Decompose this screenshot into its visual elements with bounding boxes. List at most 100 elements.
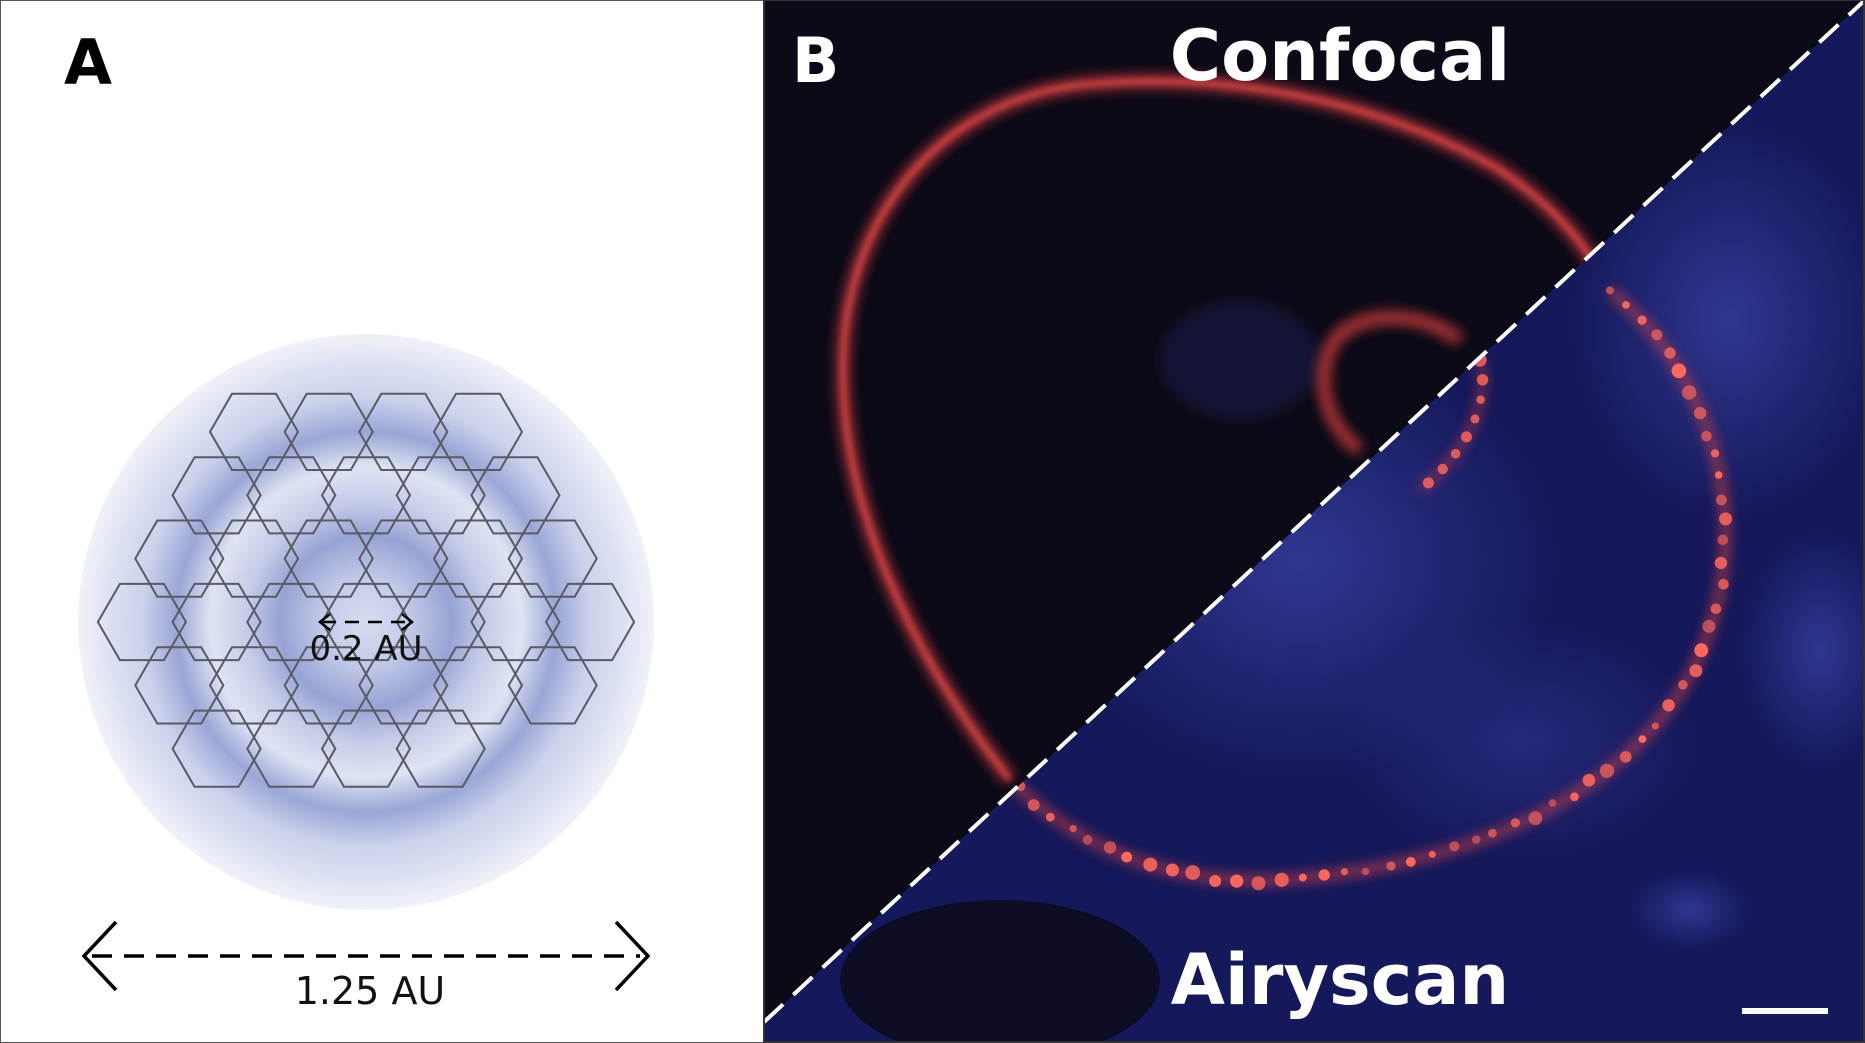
detector-element [432, 392, 524, 471]
detector-element [246, 709, 337, 788]
detector-element [246, 582, 337, 662]
membrane-punctum [1361, 867, 1370, 876]
detector-element [320, 709, 412, 788]
membrane-punctum [1386, 861, 1396, 871]
membrane-punctum [1437, 463, 1448, 475]
membrane-punctum [1422, 477, 1434, 489]
membrane-punctum [1472, 835, 1481, 844]
panel-a: A 0.2 AU 1.25 AU [0, 0, 765, 1043]
detector-element [470, 456, 561, 535]
membrane-punctum [1103, 841, 1117, 854]
membrane-punctum [1719, 512, 1733, 526]
panel-a-label: A [64, 26, 112, 99]
membrane-punctum [1121, 851, 1133, 863]
membrane-punctum [1664, 347, 1676, 359]
detector-element [544, 582, 636, 662]
detector-element [395, 709, 486, 788]
membrane-punctum [1143, 857, 1158, 872]
membrane-punctum [1701, 431, 1712, 442]
confocal-region [1160, 300, 1320, 420]
detector-element [507, 646, 598, 725]
detector-element [283, 519, 374, 598]
panel-b-label: B [792, 24, 839, 97]
membrane-punctum [1298, 873, 1307, 882]
detector-element [208, 392, 300, 471]
membrane-punctum [1461, 431, 1472, 443]
membrane-punctum [1251, 876, 1266, 891]
membrane-punctum [1274, 872, 1289, 888]
detector-element [208, 646, 300, 725]
outer-scale-marker [81, 920, 651, 992]
membrane-punctum [1582, 773, 1596, 787]
membrane-punctum [1027, 799, 1040, 811]
inner-au-label: 0.2 AU [309, 629, 422, 669]
membrane-punctum [1548, 799, 1557, 807]
membrane-punctum [1082, 835, 1093, 845]
inner-scale-marker [317, 613, 415, 631]
membrane-punctum [1476, 374, 1489, 386]
membrane-punctum [1714, 556, 1728, 570]
membrane-punctum [1622, 301, 1630, 309]
membrane-punctum [1209, 875, 1222, 887]
detector-element [507, 519, 598, 598]
membrane-punctum [1476, 395, 1485, 405]
membrane-punctum [1428, 850, 1436, 858]
membrane-punctum [1717, 534, 1729, 546]
membrane-punctum [1714, 471, 1723, 479]
detector-element [96, 582, 188, 662]
membrane-punctum [1470, 414, 1480, 424]
detector-element [134, 519, 225, 598]
membrane-punctum [1599, 763, 1615, 778]
detector-element [432, 519, 524, 598]
membrane-punctum [1693, 406, 1707, 420]
membrane-punctum [1702, 619, 1716, 633]
membrane-punctum [1570, 792, 1579, 802]
membrane-punctum [1710, 603, 1722, 615]
membrane-punctum [1637, 315, 1647, 325]
membrane-punctum [1718, 578, 1729, 590]
detector-element [283, 392, 374, 471]
membrane-punctum [1678, 680, 1688, 690]
detector-element [470, 582, 561, 662]
membrane-punctum [1638, 735, 1647, 743]
membrane-punctum [1449, 841, 1460, 852]
membrane-punctum [1510, 818, 1520, 828]
detector-element [358, 519, 449, 598]
membrane-punctum [1528, 811, 1543, 826]
detector-element [246, 456, 337, 535]
membrane-punctum [1620, 751, 1632, 763]
membrane-punctum [1318, 869, 1330, 881]
detector-element [432, 646, 524, 725]
detector-element [395, 456, 486, 535]
membrane-punctum [1651, 722, 1659, 730]
detector-element [208, 519, 300, 598]
membrane-punctum [1165, 863, 1179, 877]
membrane-punctum [1716, 494, 1727, 506]
airyscan-title: Airyscan [1171, 939, 1510, 1021]
detector-element [358, 392, 449, 471]
membrane-punctum [1689, 664, 1703, 678]
detector-element [358, 646, 449, 725]
detector-element [134, 646, 225, 725]
detector-element [171, 456, 262, 535]
psf-disc [78, 334, 654, 910]
membrane-punctum [1694, 643, 1709, 658]
detector-element [171, 582, 262, 662]
membrane-punctum [1340, 868, 1349, 876]
confocal-title: Confocal [1170, 15, 1511, 97]
membrane-punctum [1605, 286, 1614, 295]
membrane-punctum [1681, 385, 1697, 400]
detector-element [320, 456, 412, 535]
panel-b: B Confocal Airyscan [764, 0, 1865, 1043]
membrane-punctum [1651, 329, 1663, 341]
membrane-punctum [1185, 865, 1201, 880]
detector-element [283, 646, 374, 725]
membrane-punctum [1069, 825, 1077, 833]
membrane-punctum [1488, 828, 1497, 838]
membrane-punctum [1405, 856, 1416, 867]
outer-au-label: 1.25 AU [295, 969, 446, 1013]
membrane-punctum [1710, 449, 1720, 458]
membrane-punctum [1045, 812, 1055, 822]
membrane-punctum [1450, 448, 1461, 459]
